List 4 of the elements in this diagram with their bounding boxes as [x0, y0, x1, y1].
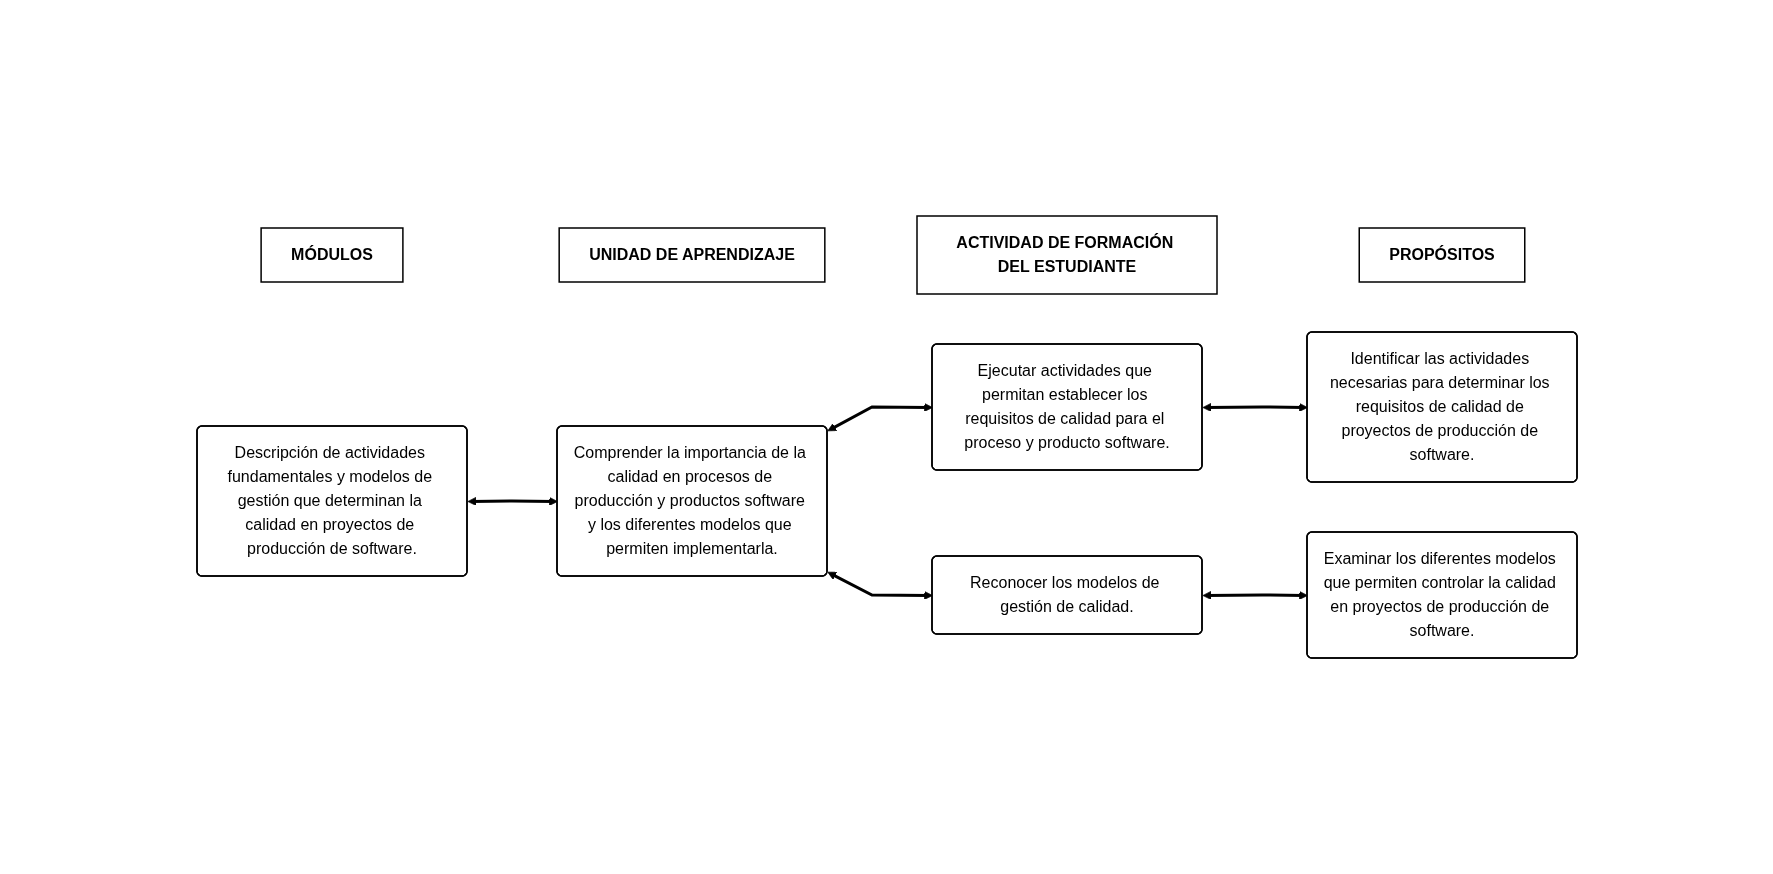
node-box: MÓDULOS	[259, 227, 404, 283]
node-box: ACTIVIDAD DE FORMACIÓN DEL ESTUDIANTE	[915, 215, 1218, 295]
node-box: UNIDAD DE APRENDIZAJE	[557, 227, 826, 283]
node-box: PROPÓSITOS	[1358, 227, 1525, 283]
